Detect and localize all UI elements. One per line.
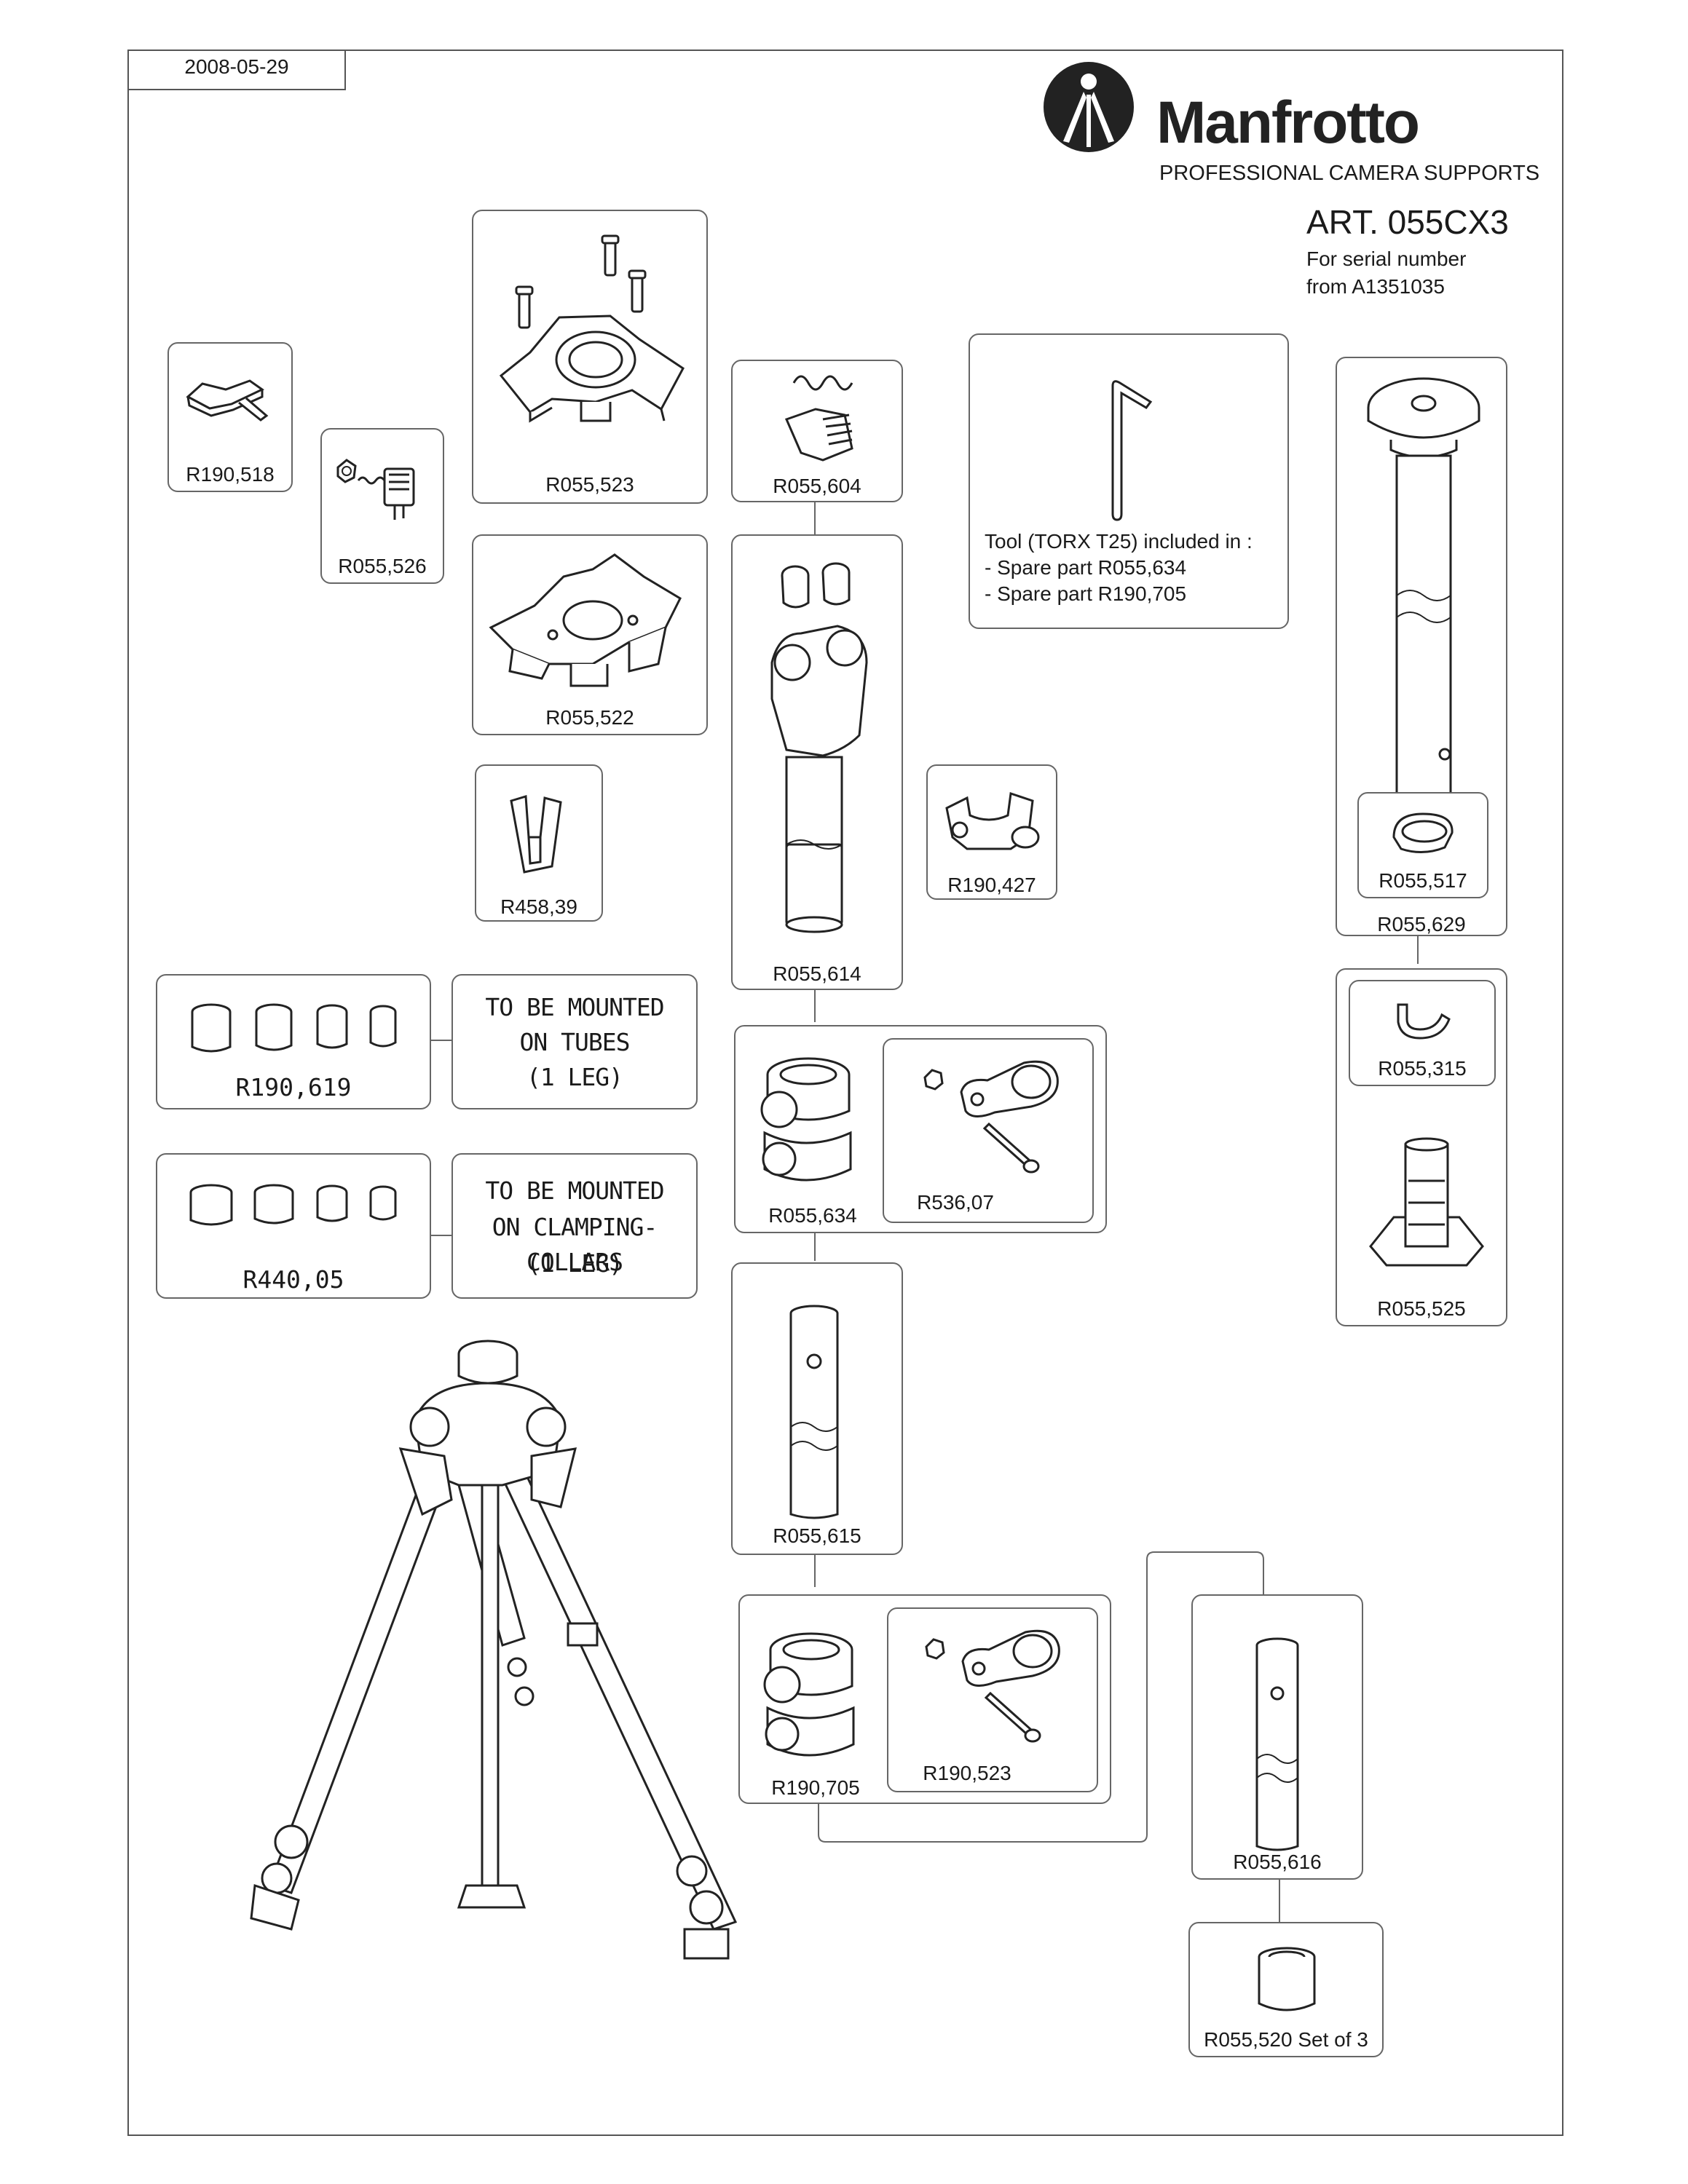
manfrotto-logo-icon	[1044, 62, 1134, 152]
leg-lock-collar-part	[754, 1053, 864, 1191]
connector-line	[428, 1040, 451, 1041]
note-box-tubes	[451, 974, 698, 1109]
part-number-r055-520: R055,520 Set of 3	[1204, 2028, 1368, 2051]
hook-part	[1391, 997, 1456, 1048]
rubber-foot-part	[1254, 1945, 1320, 2018]
brand-tagline: PROFESSIONAL CAMERA SUPPORTS	[1159, 162, 1540, 185]
tool-note-line-3: - Spare part R190,705	[985, 582, 1187, 605]
connector-line	[814, 989, 816, 1022]
part-number-r190-705: R190,705	[771, 1776, 860, 1799]
part-number-r190-518: R190,518	[186, 463, 275, 486]
part-number-r055-525: R055,525	[1377, 1297, 1466, 1320]
note-tubes-line-1: TO BE MOUNTED	[485, 993, 664, 1021]
rubber-insert-part	[504, 794, 569, 881]
connector-line	[814, 498, 816, 534]
note-tubes-line-2: ON TUBES	[519, 1028, 631, 1056]
part-number-r190-619: R190,619	[235, 1073, 352, 1101]
connector-line	[1279, 1880, 1280, 1922]
article-number: ART. 055CX3	[1306, 203, 1509, 241]
upper-leg-assembly-part	[757, 553, 881, 946]
part-number-r055-615: R055,615	[773, 1524, 861, 1547]
connector-line	[428, 1235, 451, 1236]
part-number-r536-07: R536,07	[917, 1191, 994, 1214]
part-number-r190-427: R190,427	[947, 874, 1036, 896]
center-column-part	[1362, 370, 1486, 799]
tool-note-line-2: - Spare part R055,634	[985, 556, 1187, 579]
tool-note-line-1: Tool (TORX T25) included in :	[985, 530, 1253, 553]
note-box-collars	[451, 1153, 698, 1299]
part-number-r055-634: R055,634	[768, 1204, 857, 1227]
lever-screw-kit-part	[915, 1048, 1075, 1179]
assembled-tripod-illustration	[182, 1332, 779, 2002]
serial-line-1: For serial number	[1306, 248, 1467, 270]
part-box-r190-518	[167, 342, 293, 492]
tube-shims-set-part	[182, 997, 415, 1063]
clamp-bracket-part	[938, 779, 1047, 859]
part-box-r440-05	[156, 1153, 431, 1299]
date-label: 2008-05-29	[184, 55, 289, 78]
leg-angle-lock-part	[779, 368, 874, 470]
spring-latch-part	[332, 453, 434, 520]
column-base-part	[1365, 1137, 1488, 1275]
serial-line-2: from A1351035	[1306, 275, 1445, 298]
note-collars-line-2: ON CLAMPING-COLLARS	[492, 1213, 658, 1276]
middle-leg-tube-part	[772, 1303, 859, 1522]
connector-route	[808, 1551, 1282, 1849]
lower-leg-tube-part	[1241, 1635, 1314, 1853]
part-number-r055-629: R055,629	[1377, 913, 1466, 935]
drawing-sheet-border	[127, 50, 1563, 2136]
brand-name: Manfrotto	[1156, 90, 1420, 156]
part-box-r055-526	[320, 428, 444, 584]
lever-knob-part	[181, 368, 275, 433]
part-number-r055-526: R055,526	[338, 555, 427, 577]
part-number-r055-315: R055,315	[1378, 1057, 1467, 1080]
part-number-r055-522: R055,522	[545, 706, 634, 729]
part-number-r055-614: R055,614	[773, 962, 861, 985]
part-number-r190-523: R190,523	[923, 1762, 1011, 1784]
note-tubes-line-3: (1 LEG)	[526, 1063, 623, 1091]
part-number-r055-517: R055,517	[1379, 869, 1467, 892]
column-ring-part	[1387, 808, 1459, 859]
leg-lock-collar-lower-part	[757, 1628, 867, 1766]
note-collars-line-1: TO BE MOUNTED	[485, 1176, 664, 1205]
part-number-r055-604: R055,604	[773, 475, 861, 497]
connector-line	[814, 1227, 816, 1261]
part-number-r458-39: R458,39	[500, 895, 577, 918]
torx-key-icon	[1103, 379, 1161, 524]
bottom-casting-part	[484, 547, 696, 693]
part-number-r055-523: R055,523	[545, 473, 634, 496]
tool-note-box	[969, 333, 1289, 629]
date-box	[127, 50, 346, 90]
collar-shims-set-part	[182, 1179, 415, 1238]
lever-screw-kit-lower-part	[916, 1618, 1076, 1749]
connector-line	[814, 1554, 816, 1587]
top-casting-with-screws-part	[486, 230, 698, 427]
part-number-r055-616: R055,616	[1233, 1851, 1322, 1873]
part-number-r440-05: R440,05	[242, 1265, 344, 1294]
connector-line	[1417, 932, 1419, 964]
note-collars-line-3: (1 LEG)	[526, 1249, 623, 1278]
